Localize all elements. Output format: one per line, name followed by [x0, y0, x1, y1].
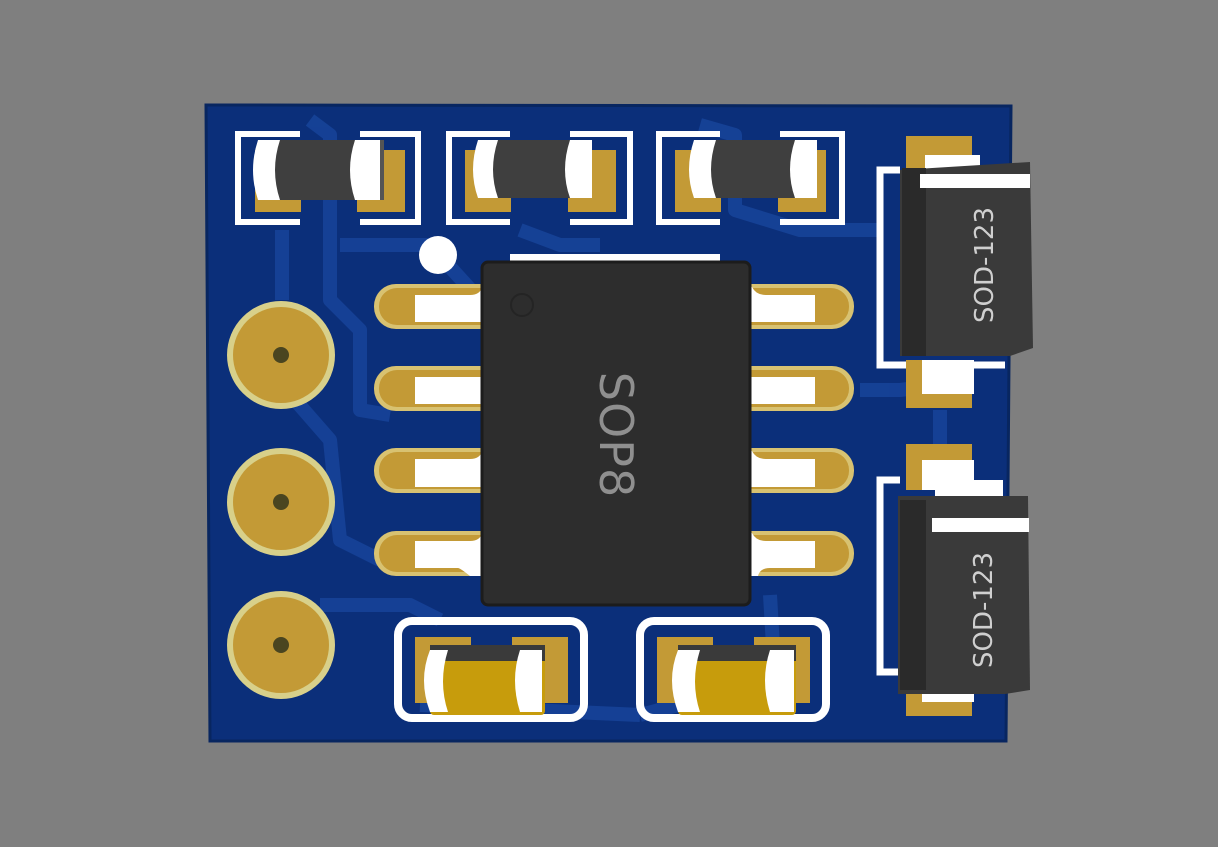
silkscreen-resistor-frames [235, 131, 845, 225]
resistor-r2 [473, 140, 592, 198]
diode-d2: SOD-123 [898, 460, 1030, 702]
pin1-marker [419, 236, 457, 274]
ic-chip: SOP8 [480, 260, 752, 607]
ic-leads [415, 287, 815, 576]
capacitor-c1 [424, 645, 545, 715]
ic-label: SOP8 [589, 372, 643, 498]
resistor-r3 [689, 140, 817, 198]
resistor-r1 [253, 140, 384, 200]
diode-d1: SOD-123 [900, 155, 1033, 394]
capacitor-frames [394, 617, 830, 722]
diode-d2-label: SOD-123 [969, 552, 999, 668]
capacitor-c2 [672, 645, 796, 715]
diode-d1-label: SOD-123 [970, 207, 1000, 323]
through-hole-pads [227, 301, 335, 699]
